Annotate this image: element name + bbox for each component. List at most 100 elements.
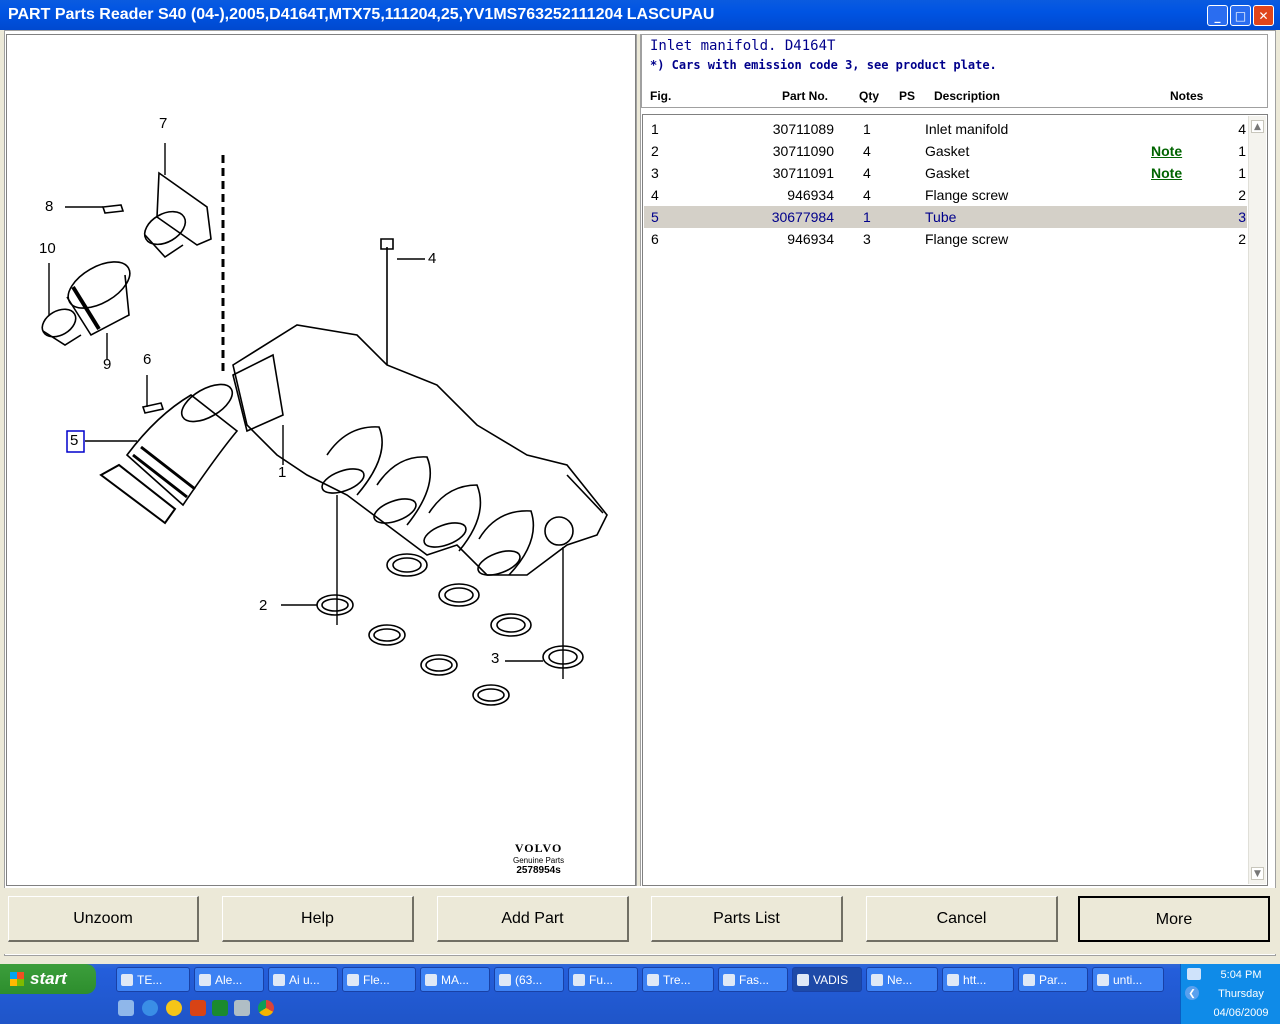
chrome-icon[interactable] [258, 1000, 274, 1016]
table-row[interactable]: 2 30711090 4 Gasket Note 1 [644, 140, 1247, 162]
callout-10[interactable]: 10 [39, 240, 56, 257]
cell-count: 1 [1238, 165, 1246, 181]
drawing-number: 2578954s [516, 865, 561, 876]
taskbar-item[interactable]: TE... [116, 967, 190, 992]
app-shortcut-icon[interactable] [190, 1000, 206, 1016]
clock-time[interactable]: 5:04 PM [1220, 969, 1262, 981]
taskbar-item[interactable]: (63... [494, 967, 564, 992]
help-button[interactable]: Help [222, 896, 414, 942]
callout-7[interactable]: 7 [159, 115, 168, 132]
note-link[interactable]: Note [1151, 143, 1183, 159]
minimize-button[interactable]: _ [1207, 5, 1228, 26]
col-header-ps[interactable]: PS [899, 89, 916, 103]
cell-qty: 4 [863, 143, 871, 159]
add-part-button[interactable]: Add Part [437, 896, 629, 942]
cell-qty: 1 [863, 209, 871, 225]
callout-1[interactable]: 1 [278, 464, 287, 481]
window-titlebar[interactable]: PART Parts Reader S40 (04-),2005,D4164T,… [0, 0, 1280, 30]
cancel-button[interactable]: Cancel [866, 896, 1058, 942]
callout-3[interactable]: 3 [491, 650, 500, 667]
parts-table[interactable]: 1 30711089 1 Inlet manifold 4 2 30711090… [642, 114, 1268, 886]
app-icon [121, 974, 133, 986]
col-header-description[interactable]: Description [934, 89, 1001, 103]
chevron-left-icon[interactable]: ❮ [1185, 986, 1199, 1000]
table-row[interactable]: 1 30711089 1 Inlet manifold 4 [644, 118, 1247, 140]
col-header-qty[interactable]: Qty [859, 89, 880, 103]
close-button[interactable]: ✕ [1253, 5, 1274, 26]
callout-6[interactable]: 6 [143, 351, 152, 368]
callout-4[interactable]: 4 [428, 250, 437, 267]
part-1-manifold-body [232, 324, 608, 576]
windows-logo-icon [10, 972, 24, 986]
cell-fig: 1 [651, 121, 659, 137]
cell-count: 3 [1238, 209, 1246, 225]
parts-list-button[interactable]: Parts List [651, 896, 843, 942]
callout-8[interactable]: 8 [45, 198, 54, 215]
cell-description: Gasket [925, 143, 970, 159]
taskbar-item[interactable]: htt... [942, 967, 1014, 992]
cell-fig: 6 [651, 231, 659, 247]
taskbar-item[interactable]: MA... [420, 967, 490, 992]
col-header-fig[interactable]: Fig. [650, 89, 672, 103]
app-shortcut-icon[interactable] [212, 1000, 228, 1016]
taskbar-item-active[interactable]: VADIS [792, 967, 862, 992]
app-icon [871, 974, 883, 986]
cell-qty: 1 [863, 121, 871, 137]
taskbar-item[interactable]: Fu... [568, 967, 638, 992]
table-row[interactable]: 4 946934 4 Flange screw 2 [644, 184, 1247, 206]
taskbar-item[interactable]: Ale... [194, 967, 264, 992]
taskbar-item[interactable]: Tre... [642, 967, 714, 992]
col-header-notes[interactable]: Notes [1170, 89, 1204, 103]
scroll-up-arrow-icon[interactable]: ▲ [1251, 120, 1264, 133]
network-icon[interactable] [1187, 968, 1201, 980]
callout-5[interactable]: 5 [70, 432, 79, 449]
cell-part-no: 30711089 [772, 121, 834, 137]
cell-part-no: 946934 [787, 231, 834, 247]
col-header-part-no[interactable]: Part No. [782, 89, 829, 103]
taskbar-item[interactable]: Par... [1018, 967, 1088, 992]
parts-diagram[interactable]: 7 8 10 9 6 4 5 1 2 3 VOLVO Genuine Parts… [6, 34, 636, 886]
app-icon [499, 974, 511, 986]
callout-9[interactable]: 9 [103, 356, 112, 373]
taskbar-item[interactable]: Fas... [718, 967, 788, 992]
cell-fig: 4 [651, 187, 659, 203]
unzoom-button[interactable]: Unzoom [8, 896, 199, 942]
note-link[interactable]: Note [1151, 165, 1183, 181]
table-scrollbar[interactable]: ▲ ▼ [1248, 116, 1266, 884]
scroll-down-arrow-icon[interactable]: ▼ [1251, 867, 1264, 880]
cell-description: Gasket [925, 165, 970, 181]
more-button[interactable]: More [1078, 896, 1270, 942]
app-icon [425, 974, 437, 986]
genuine-parts-text: Genuine Parts [513, 856, 565, 865]
cell-qty: 3 [863, 231, 871, 247]
part-7-flange [156, 171, 212, 246]
maximize-button[interactable]: □ [1230, 5, 1251, 26]
cell-part-no: 30711090 [772, 143, 834, 159]
part-7-throat [143, 210, 187, 246]
pane-splitter[interactable] [636, 34, 641, 886]
app-icon [647, 974, 659, 986]
taskbar-item[interactable]: Fle... [342, 967, 416, 992]
cell-part-no: 30711091 [772, 165, 834, 181]
start-button[interactable]: start [0, 964, 96, 994]
messenger-icon[interactable] [166, 1000, 182, 1016]
internet-explorer-icon[interactable] [142, 1000, 158, 1016]
app-icon [273, 974, 285, 986]
table-row[interactable]: 3 30711091 4 Gasket Note 1 [644, 162, 1247, 184]
part-6-screw [141, 402, 165, 414]
callout-2[interactable]: 2 [259, 597, 268, 614]
app-icon [947, 974, 959, 986]
cell-qty: 4 [863, 165, 871, 181]
taskbar-item[interactable]: Ne... [866, 967, 938, 992]
taskbar-item[interactable]: unti... [1092, 967, 1164, 992]
cell-description: Tube [925, 209, 957, 225]
taskbar-item[interactable]: Ai u... [268, 967, 338, 992]
show-desktop-icon[interactable] [118, 1000, 134, 1016]
exploded-view-drawing [41, 143, 608, 706]
parts-header: Inlet manifold. D4164T *) Cars with emis… [641, 34, 1268, 108]
clock-date: 04/06/2009 [1213, 1007, 1269, 1019]
document-icon[interactable] [234, 1000, 250, 1016]
app-icon [347, 974, 359, 986]
table-row-selected[interactable]: 5 30677984 1 Tube 3 [644, 206, 1247, 228]
table-row[interactable]: 6 946934 3 Flange screw 2 [644, 228, 1247, 250]
